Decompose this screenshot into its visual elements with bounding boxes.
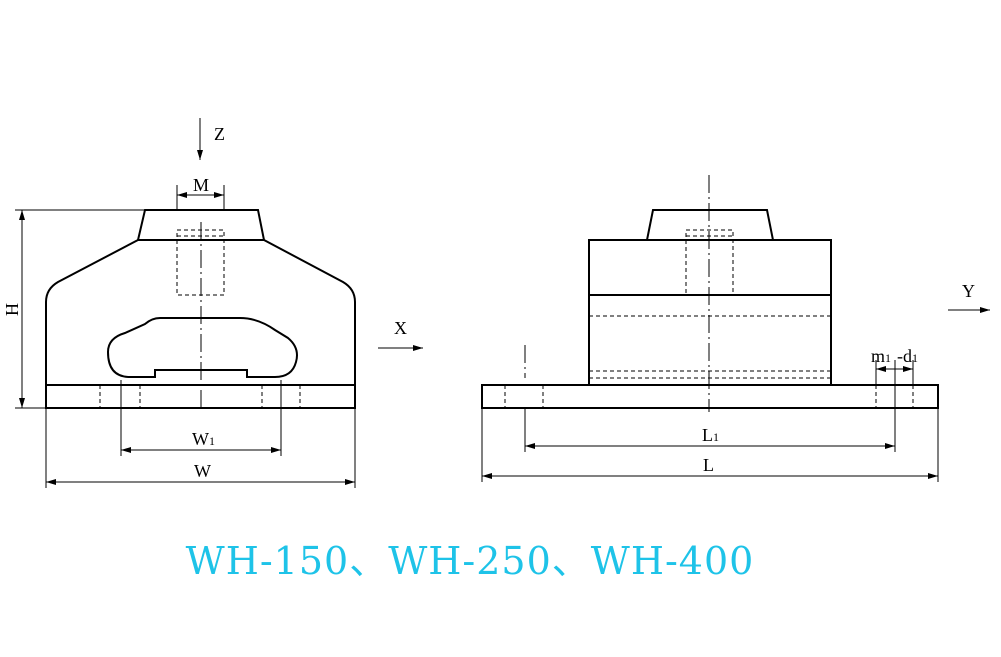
- l-dimension-label: L: [703, 455, 714, 475]
- side-view: L1 L m1-d1 Y: [481, 175, 990, 482]
- front-view: Z M H W1 W X: [2, 118, 423, 488]
- front-opening: [106, 317, 298, 378]
- y-axis-label: Y: [962, 281, 975, 301]
- z-axis-label: Z: [214, 124, 225, 144]
- front-body-outline: [45, 239, 356, 385]
- side-lower-block: [588, 295, 832, 385]
- model-title: WH-150、WH-250、WH-400: [185, 539, 755, 583]
- front-base-holes: [99, 385, 301, 408]
- x-axis-label: X: [394, 318, 407, 338]
- l1-dimension-label: L1: [702, 425, 719, 445]
- w-dimension-label: W: [194, 461, 211, 481]
- hole-dimension-label: m1-d1: [871, 346, 918, 366]
- m-dimension-label: M: [193, 175, 209, 195]
- side-base: [481, 384, 939, 409]
- side-base-holes: [504, 385, 914, 408]
- h-dimension-label: H: [2, 303, 22, 316]
- w1-dimension-label: W1: [192, 429, 215, 449]
- side-upper-block: [588, 239, 832, 296]
